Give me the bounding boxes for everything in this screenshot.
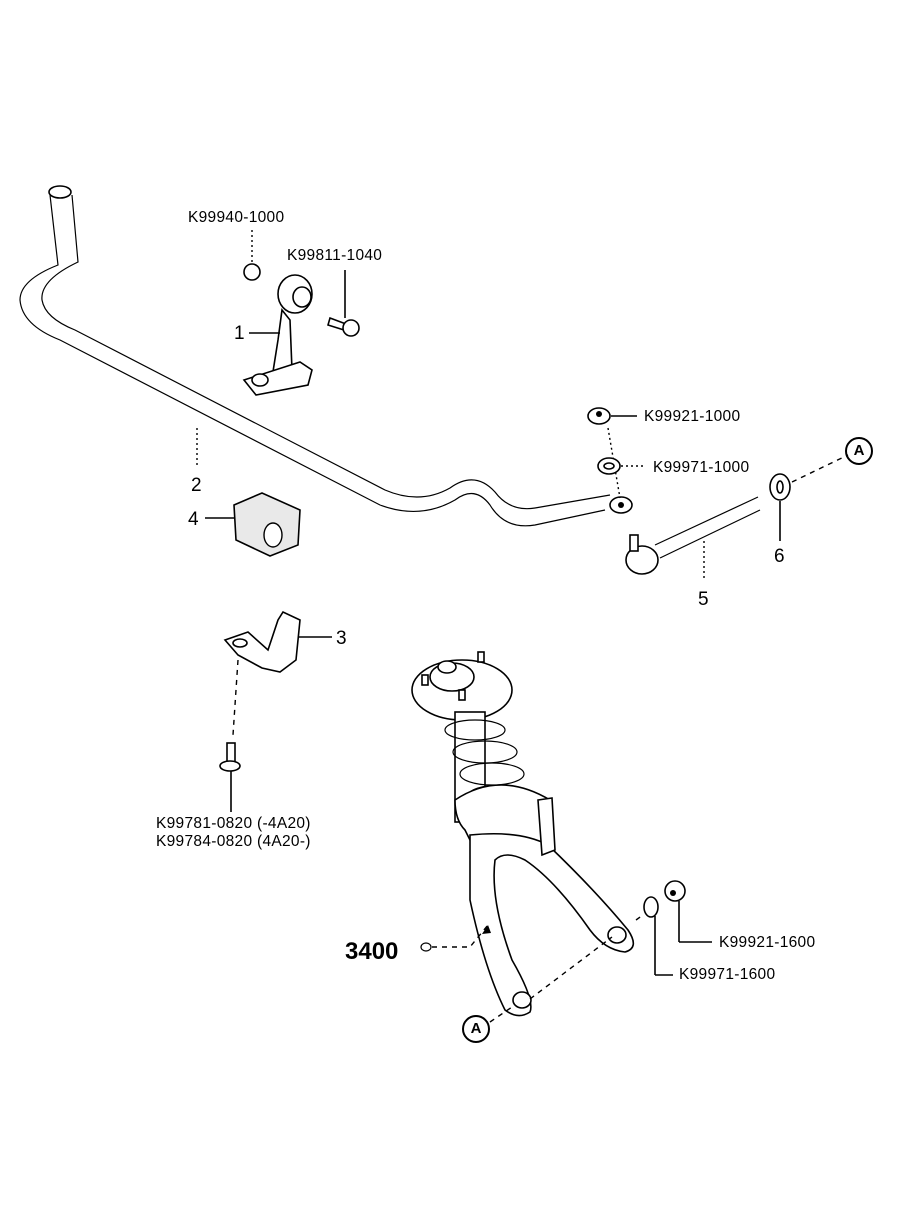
group-number: 3400 bbox=[345, 938, 399, 965]
nut-lower bbox=[664, 880, 712, 943]
stabilizer-link bbox=[242, 274, 313, 396]
nut-top-link bbox=[243, 230, 261, 281]
bracket bbox=[223, 610, 332, 736]
label-nut-lower: K99921-1600 bbox=[719, 934, 816, 951]
callout-a-lower: A bbox=[462, 1015, 490, 1043]
washer-lower bbox=[635, 896, 673, 976]
ref-bushing: 4 bbox=[188, 509, 199, 530]
bracket-bolt bbox=[219, 742, 241, 812]
label-nut-top-link: K99940-1000 bbox=[188, 209, 285, 226]
ref-strut-bar: 5 bbox=[698, 589, 709, 610]
label-washer-strut-bar: K99971-1000 bbox=[653, 459, 750, 476]
bolt-link bbox=[327, 270, 360, 337]
label-bracket-bolt-1: K99781-0820 (-4A20) bbox=[156, 815, 311, 832]
washer-strut-bar bbox=[597, 457, 645, 475]
bushing bbox=[205, 492, 301, 557]
label-washer-lower: K99971-1600 bbox=[679, 966, 776, 983]
ref-bracket: 3 bbox=[336, 628, 347, 649]
ref-stabilizer-bar: 2 bbox=[191, 475, 202, 496]
stabilizer-bar bbox=[19, 185, 633, 527]
ref-washer: 6 bbox=[774, 546, 785, 567]
strut-assembly bbox=[411, 651, 635, 1023]
label-nut-strut-bar: K99921-1000 bbox=[644, 408, 741, 425]
callout-a-upper: A bbox=[845, 437, 873, 465]
washer bbox=[769, 454, 849, 541]
ref-link: 1 bbox=[234, 323, 245, 344]
label-bolt-link: K99811-1040 bbox=[287, 247, 383, 264]
nut-strut-bar bbox=[587, 407, 637, 425]
label-bracket-bolt-2: K99784-0820 (4A20-) bbox=[156, 833, 311, 850]
strut-bar bbox=[607, 427, 761, 581]
